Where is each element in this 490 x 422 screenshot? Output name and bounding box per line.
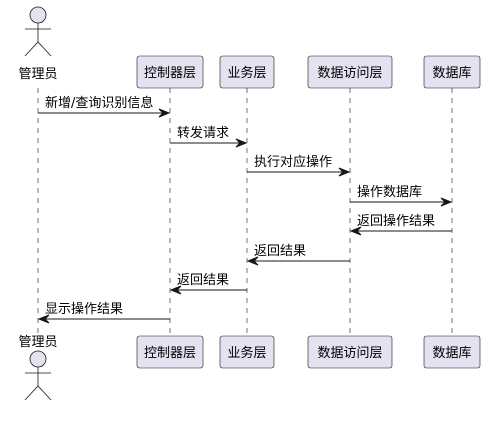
participant-box — [423, 335, 481, 369]
message-1: 新增/查询识别信息 — [38, 95, 171, 118]
message-label: 返回操作结果 — [357, 213, 435, 229]
participant-label: 业务层 — [227, 65, 266, 81]
participant-label: 数据访问层 — [317, 66, 382, 81]
message-label: 返回结果 — [177, 273, 229, 288]
arrowhead-icon — [235, 138, 248, 148]
participant-label: 控制器层 — [144, 346, 196, 361]
message-3: 执行对应操作 — [247, 154, 351, 177]
actor-head-icon — [29, 6, 47, 24]
participant-controller-top: 控制器层 — [136, 55, 204, 89]
participant-box — [219, 55, 275, 89]
participant-label: 控制器层 — [144, 66, 196, 81]
messages: 新增/查询识别信息转发请求执行对应操作操作数据库返回操作结果返回结果返回结果显示… — [37, 95, 453, 324]
arrowhead-icon — [349, 226, 362, 236]
message-label: 显示操作结果 — [45, 301, 123, 317]
actor-head-icon — [29, 350, 47, 368]
participant-service-top: 业务层 — [219, 55, 275, 89]
message-2: 转发请求 — [170, 125, 248, 148]
message-7: 返回结果 — [169, 273, 247, 295]
message-4: 操作数据库 — [350, 184, 453, 207]
actor-label-top: 管理员 — [18, 67, 57, 82]
participant-db-top: 数据库 — [423, 55, 481, 89]
participant-box — [307, 55, 393, 89]
participant-box — [136, 335, 204, 369]
participant-db-bottom: 数据库 — [423, 335, 481, 369]
actor-label-bottom: 管理员 — [18, 335, 57, 350]
participant-service-bottom: 业务层 — [219, 335, 275, 369]
participant-label: 数据访问层 — [317, 346, 382, 361]
message-8: 显示操作结果 — [37, 301, 170, 324]
arrowhead-icon — [37, 314, 50, 324]
participant-label: 业务层 — [227, 345, 266, 361]
arrowhead-icon — [158, 108, 171, 118]
message-6: 返回结果 — [246, 244, 350, 266]
participant-box — [136, 55, 204, 89]
actor-legs-icon — [24, 385, 52, 401]
actor-figure-top — [24, 6, 52, 57]
actor-figure-bottom — [24, 350, 52, 401]
participant-box — [423, 55, 481, 89]
lifelines — [37, 88, 453, 336]
message-label: 转发请求 — [177, 125, 229, 141]
message-label: 执行对应操作 — [254, 154, 332, 170]
participant-dao-bottom: 数据访问层 — [307, 335, 393, 369]
participant-label: 数据库 — [432, 345, 471, 361]
participant-box — [307, 335, 393, 369]
participant-box — [219, 335, 275, 369]
arrowhead-icon — [169, 285, 182, 295]
arrowhead-icon — [440, 197, 453, 207]
message-label: 新增/查询识别信息 — [45, 95, 153, 111]
arrowhead-icon — [338, 167, 351, 177]
participant-label: 数据库 — [432, 65, 471, 81]
message-label: 操作数据库 — [357, 184, 422, 200]
participant-controller-bottom: 控制器层 — [136, 335, 204, 369]
arrowhead-icon — [246, 256, 259, 266]
participant-dao-top: 数据访问层 — [307, 55, 393, 89]
message-5: 返回操作结果 — [349, 213, 452, 236]
actor-legs-icon — [24, 41, 52, 57]
message-label: 返回结果 — [254, 244, 306, 259]
